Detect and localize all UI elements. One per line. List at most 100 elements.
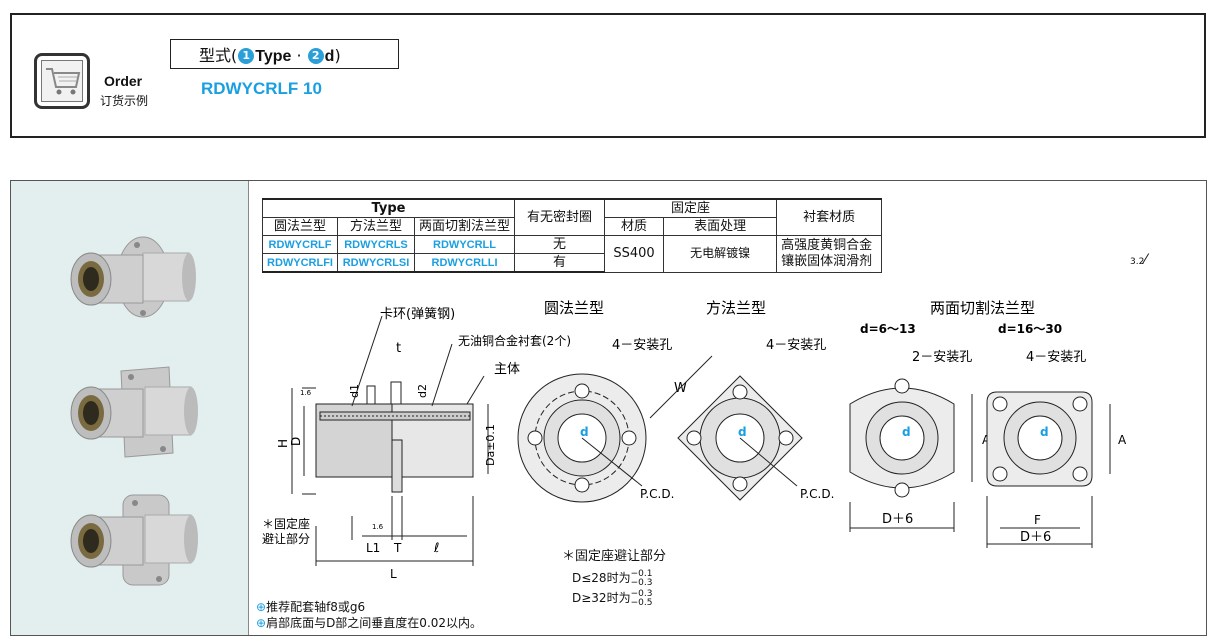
table-row: RDWYCRLF RDWYCRLS RDWYCRLL 无 SS400 无电解镀镍… [262,235,883,273]
type-suffix: ) [334,46,341,65]
type-header: Type [261,198,516,218]
col-square: 方法兰型 [336,217,416,236]
order-example-code: RDWYCRLF 10 [201,79,322,98]
code-cell: RDWYCRLFI [262,253,338,273]
product-spec-frame: Type 有无密封圈 固定座 衬套材质 圆法兰型 方法兰型 两面切割法兰型 材质… [10,180,1207,636]
d-large-range: d=16～30 [998,322,1062,336]
technical-drawing: 卡环(弹簧钢) 无油铜合金衬套(2个) 主体 t d1 d2 H D Da±0.… [262,299,1127,581]
roughness-16b: 1.6 [372,523,384,531]
table-row: RDWYCRLFI RDWYCRLSI RDWYCRLLI 有 [262,253,882,273]
note-bulb-icon: ⊕ [256,616,267,630]
pcd-round: P.C.D. [640,487,674,501]
material-cell: SS400 [604,235,665,273]
title-round: 圆法兰型 [544,299,604,317]
square-d-label: d [738,425,747,439]
seal-header: 有无密封圈 [514,198,606,236]
dim-L1: L1 [366,541,380,555]
code-cell: RDWYCRLS [336,235,416,254]
square-flange-photo [70,366,198,458]
note-bulb-icon: ⊕ [256,600,267,614]
dim-D: D [289,437,303,446]
square-holes-label: 4－安装孔 [766,338,826,353]
footnote-2-text: 肩部底面与D部之间垂直度在0.02以内。 [266,616,483,630]
cut-flange-large-view [986,391,1111,548]
tol2-down: −0.5 [630,597,653,608]
title-cut: 两面切割法兰型 [930,299,1035,317]
dim-Da: Da±0.1 [484,424,497,466]
tol1-down: −0.3 [630,577,653,588]
bushing-line2: 镶嵌固体润滑剂 [781,253,873,269]
surface-header: 表面处理 [663,217,778,236]
round-flange-photo [70,236,196,318]
round-flange-front-view [517,373,647,503]
code-cell: RDWYCRLSI [336,253,416,273]
mount-relief-label-1: ＊固定座 [262,516,310,531]
tol1-text: D≤28时为 [572,571,631,585]
code-cell: RDWYCRLF [262,235,338,254]
type-prefix: 型式( [199,46,238,65]
dim-t: t [396,341,401,356]
surface-cell: 无电解镀镍 [663,235,778,273]
pcd-square: P.C.D. [800,487,834,501]
shopping-cart-icon [34,53,90,109]
type-word: Type [255,48,292,65]
d-small-range: d=6～13 [860,322,916,336]
footnote-1: ⊕推荐配套轴f8或g6 [256,598,365,615]
code-cell: RDWYCRLLI [414,253,516,273]
bushing-cell: 高强度黄铜合金镶嵌固体润滑剂 [776,235,883,273]
cut-large-d-label: d [1040,425,1049,439]
col-round: 圆法兰型 [262,217,338,236]
round-holes-label: 4－安装孔 [612,338,672,353]
dim-D6-2: D＋6 [1020,530,1051,545]
dim-l: ℓ [433,541,439,556]
cut-holes4-label: 4－安装孔 [1026,350,1086,365]
dim-H: H [276,439,290,448]
dim-d1: d1 [348,384,361,398]
seal-cell: 有 [514,253,606,273]
d-word: d [324,48,335,65]
seal-cell: 无 [514,235,606,254]
title-square: 方法兰型 [706,299,766,317]
order-sublabel: 订货示例 [100,94,149,108]
num-2-badge: 2 [307,48,324,64]
tolerance-row-2: D≥32时为−0.3−0.5 [572,589,652,608]
tol2-text: D≥32时为 [572,591,631,605]
dim-L: L [390,567,397,581]
footnote-1-text: 推荐配套轴f8或g6 [266,600,366,614]
tol2-up: −0.3 [630,588,653,599]
dim-A-2: A [1118,433,1127,447]
mount-header: 固定座 [604,198,778,218]
dim-d2: d2 [416,384,429,398]
side-section-view [291,315,489,566]
tol1-up: −0.1 [630,568,653,579]
spec-table: Type 有无密封圈 固定座 衬套材质 圆法兰型 方法兰型 两面切割法兰型 材质… [261,198,883,273]
dot-sep: · [291,46,307,65]
bushing-header: 衬套材质 [776,198,883,236]
bushing-line1: 高强度黄铜合金 [781,237,873,253]
num-1-badge: 1 [238,48,255,64]
cut-flange-small-view [849,378,973,532]
order-label: Order [104,73,143,89]
relief-title: ＊固定座避让部分 [562,549,667,564]
body-label: 主体 [494,362,520,377]
dim-T: T [393,541,402,555]
tolerance-row-1: D≤28时为−0.1−0.3 [572,569,652,588]
product-photo-panel [11,181,249,635]
dim-D6-1: D＋6 [882,512,913,527]
cut-flange-photo [70,494,198,586]
surface-roughness-symbol: 3.2⁄ [1130,252,1147,268]
cut-holes2-label: 2－安装孔 [912,350,972,365]
mount-relief-label-2: 避让部分 [262,531,310,546]
code-cell: RDWYCRLL [414,235,516,254]
snap-ring-label: 卡环(弹簧钢) [380,306,455,322]
dim-F: F [1034,513,1041,527]
material-header: 材质 [604,217,665,236]
cut-small-d-label: d [902,425,911,439]
square-flange-front-view [649,355,803,501]
roughness-value: 3.2 [1130,257,1145,267]
col-cut: 两面切割法兰型 [414,217,516,236]
round-d-label: d [580,425,589,439]
bushing-label: 无油铜合金衬套(2个) [458,333,571,348]
